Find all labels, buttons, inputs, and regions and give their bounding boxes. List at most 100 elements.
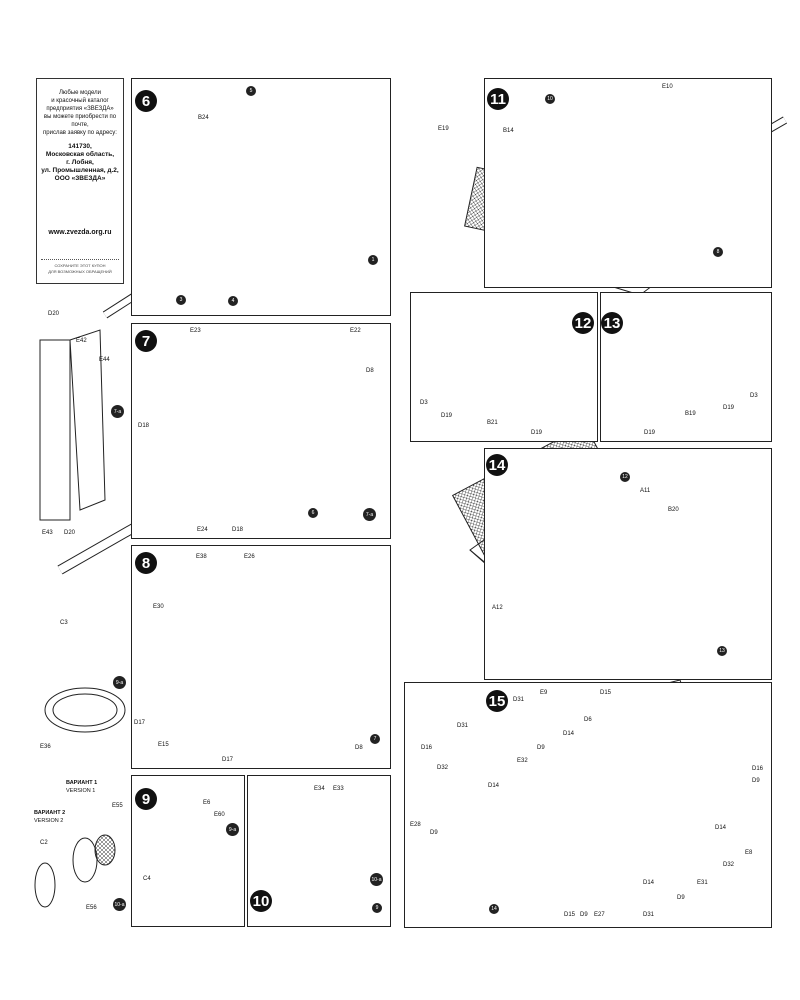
- part-label: D17: [222, 757, 234, 763]
- part-label: D16: [421, 745, 433, 751]
- info-line: вы можете приобрести по почте,: [43, 114, 117, 128]
- part-label: B20: [668, 507, 679, 513]
- part-label: E8: [745, 850, 753, 856]
- part-label: D8: [366, 368, 374, 374]
- part-label: E10: [662, 84, 673, 90]
- step-number-10: 10: [250, 890, 272, 912]
- part-label: E33: [333, 786, 344, 792]
- part-label: D3: [750, 393, 758, 399]
- part-label: D15: [564, 912, 576, 918]
- part-label: E44: [99, 357, 110, 363]
- part-label: C4: [143, 876, 151, 882]
- version-2-english: VERSION 2: [34, 818, 64, 824]
- coupon-divider: [41, 259, 119, 260]
- step-number-9: 9: [135, 788, 157, 810]
- part-label: E43: [42, 530, 53, 536]
- info-line: Любые модели: [58, 90, 101, 96]
- part-label: D19: [441, 413, 453, 419]
- step-number-8: 8: [135, 552, 157, 574]
- part-label: C3: [60, 620, 68, 626]
- reference-marker: 1: [368, 255, 378, 265]
- reference-marker: 4: [228, 296, 238, 306]
- part-label: E60: [214, 812, 225, 818]
- catalog-info-text: Любые модели и красочный каталог предпри…: [41, 89, 119, 137]
- reference-marker: 12: [620, 472, 630, 482]
- part-label: E30: [153, 604, 164, 610]
- info-line: прислав заявку по адресу:: [43, 130, 117, 136]
- part-label: A12: [492, 605, 503, 611]
- part-label: E31: [697, 880, 708, 886]
- step-number-7: 7: [135, 330, 157, 352]
- part-label: D31: [457, 723, 469, 729]
- part-label: D3: [420, 400, 428, 406]
- part-label: D14: [643, 880, 655, 886]
- version-2-label: ВАРИАНТ 2: [34, 810, 66, 816]
- address-line: г. Лобня,: [66, 159, 94, 166]
- step-number-12: 12: [572, 312, 594, 334]
- part-label: D9: [580, 912, 588, 918]
- part-label: D18: [138, 423, 150, 429]
- reference-marker: 3: [176, 295, 186, 305]
- reference-marker: 7-a: [363, 508, 376, 521]
- part-label: D31: [643, 912, 655, 918]
- part-label: C2: [40, 840, 48, 846]
- step-number-11: 11: [487, 88, 509, 110]
- step-12-panel: [410, 292, 598, 442]
- part-label: E34: [314, 786, 325, 792]
- info-line: и красочный каталог: [51, 98, 109, 104]
- part-label: D9: [430, 830, 438, 836]
- step-number-15: 15: [486, 690, 508, 712]
- part-label: D19: [644, 430, 656, 436]
- step-8-panel: [131, 545, 391, 769]
- version-1-label: ВАРИАНТ 1: [66, 780, 98, 786]
- part-label: E56: [86, 905, 97, 911]
- reference-marker: 9: [372, 903, 382, 913]
- part-label: E28: [410, 822, 421, 828]
- part-label: D19: [723, 405, 735, 411]
- reference-marker: 5: [246, 86, 256, 96]
- part-label: D18: [232, 527, 244, 533]
- part-label: D32: [723, 862, 735, 868]
- reference-marker: 10-a: [113, 898, 126, 911]
- step-13-panel: [600, 292, 772, 442]
- part-label: D19: [531, 430, 543, 436]
- reference-marker: 9-a: [226, 823, 239, 836]
- part-label: D14: [563, 731, 575, 737]
- part-label: D20: [48, 311, 60, 317]
- part-label: E38: [196, 554, 207, 560]
- catalog-info-box: Любые модели и красочный каталог предпри…: [36, 78, 124, 284]
- postal-address: 141730, Московская область, г. Лобня, ул…: [41, 143, 119, 183]
- reference-marker: 10-a: [370, 873, 383, 886]
- step-7-panel: [131, 323, 391, 539]
- reference-marker: 6: [308, 508, 318, 518]
- reference-marker: 10: [545, 94, 555, 104]
- part-label: D9: [677, 895, 685, 901]
- part-label: D16: [752, 766, 764, 772]
- reference-marker: 7-a: [111, 405, 124, 418]
- part-label: B24: [198, 115, 209, 121]
- reference-marker: 9-a: [113, 676, 126, 689]
- part-label: E19: [438, 126, 449, 132]
- part-label: E6: [203, 800, 211, 806]
- part-label: E32: [517, 758, 528, 764]
- step-11-panel: [484, 78, 772, 288]
- part-label: E42: [76, 338, 87, 344]
- part-label: E26: [244, 554, 255, 560]
- part-label: D15: [600, 690, 612, 696]
- address-line: Московская область,: [45, 151, 115, 158]
- part-label: E9: [540, 690, 548, 696]
- address-line: ул. Промышленная, д.2,: [41, 167, 119, 174]
- part-label: D17: [134, 720, 146, 726]
- step-number-6: 6: [135, 90, 157, 112]
- reference-marker: 14: [489, 904, 499, 914]
- part-label: B19: [685, 411, 696, 417]
- part-label: D14: [715, 825, 727, 831]
- part-label: E24: [197, 527, 208, 533]
- version-1-english: VERSION 1: [66, 788, 96, 794]
- part-label: E36: [40, 744, 51, 750]
- website-link[interactable]: www.zvezda.org.ru: [48, 229, 112, 236]
- info-line: предприятия «ЗВЕЗДА»: [46, 106, 114, 112]
- coupon-text: СОХРАНИТЕ ЭТОТ КУПОН ДЛЯ ВОЗМОЖНЫХ ОБРАЩ…: [41, 263, 119, 275]
- coupon-line: СОХРАНИТЕ ЭТОТ КУПОН: [54, 263, 106, 268]
- part-label: A11: [640, 488, 651, 494]
